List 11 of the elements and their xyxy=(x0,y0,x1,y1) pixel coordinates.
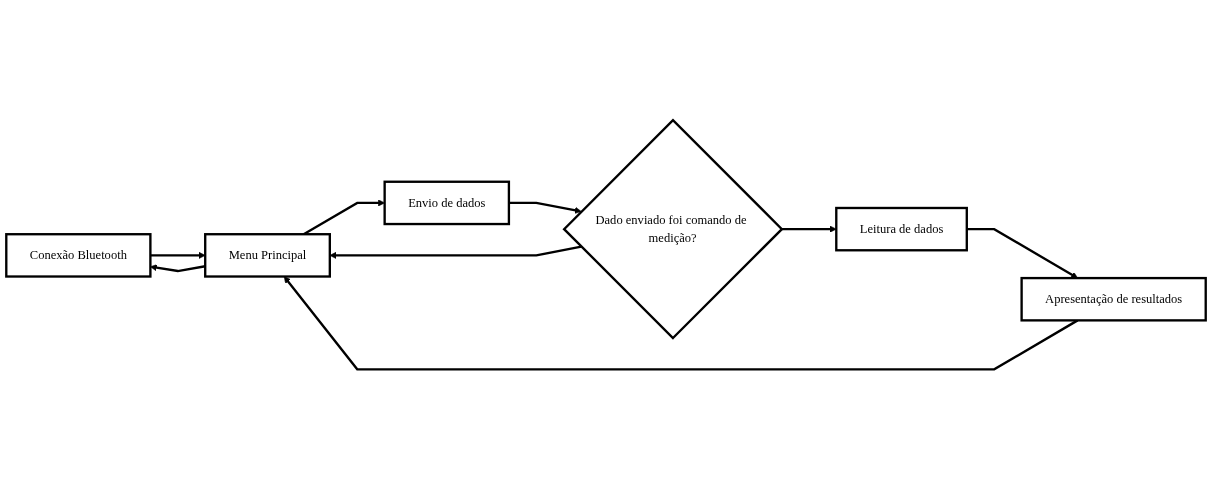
node-box: Envio de dados xyxy=(383,180,511,225)
arrow xyxy=(329,245,582,259)
node-box: Leitura de dados xyxy=(835,206,968,252)
node-box: Conexão Bluetooth xyxy=(5,232,152,278)
node-box: Menu Principal xyxy=(204,232,331,278)
arrow xyxy=(150,264,206,272)
node-box: Apresentação de resultados xyxy=(1020,276,1207,322)
arrow xyxy=(508,201,582,214)
arrow xyxy=(781,225,837,233)
node-diamond: Dado enviado foi comando de medição? xyxy=(562,118,784,340)
arrow xyxy=(150,251,206,259)
